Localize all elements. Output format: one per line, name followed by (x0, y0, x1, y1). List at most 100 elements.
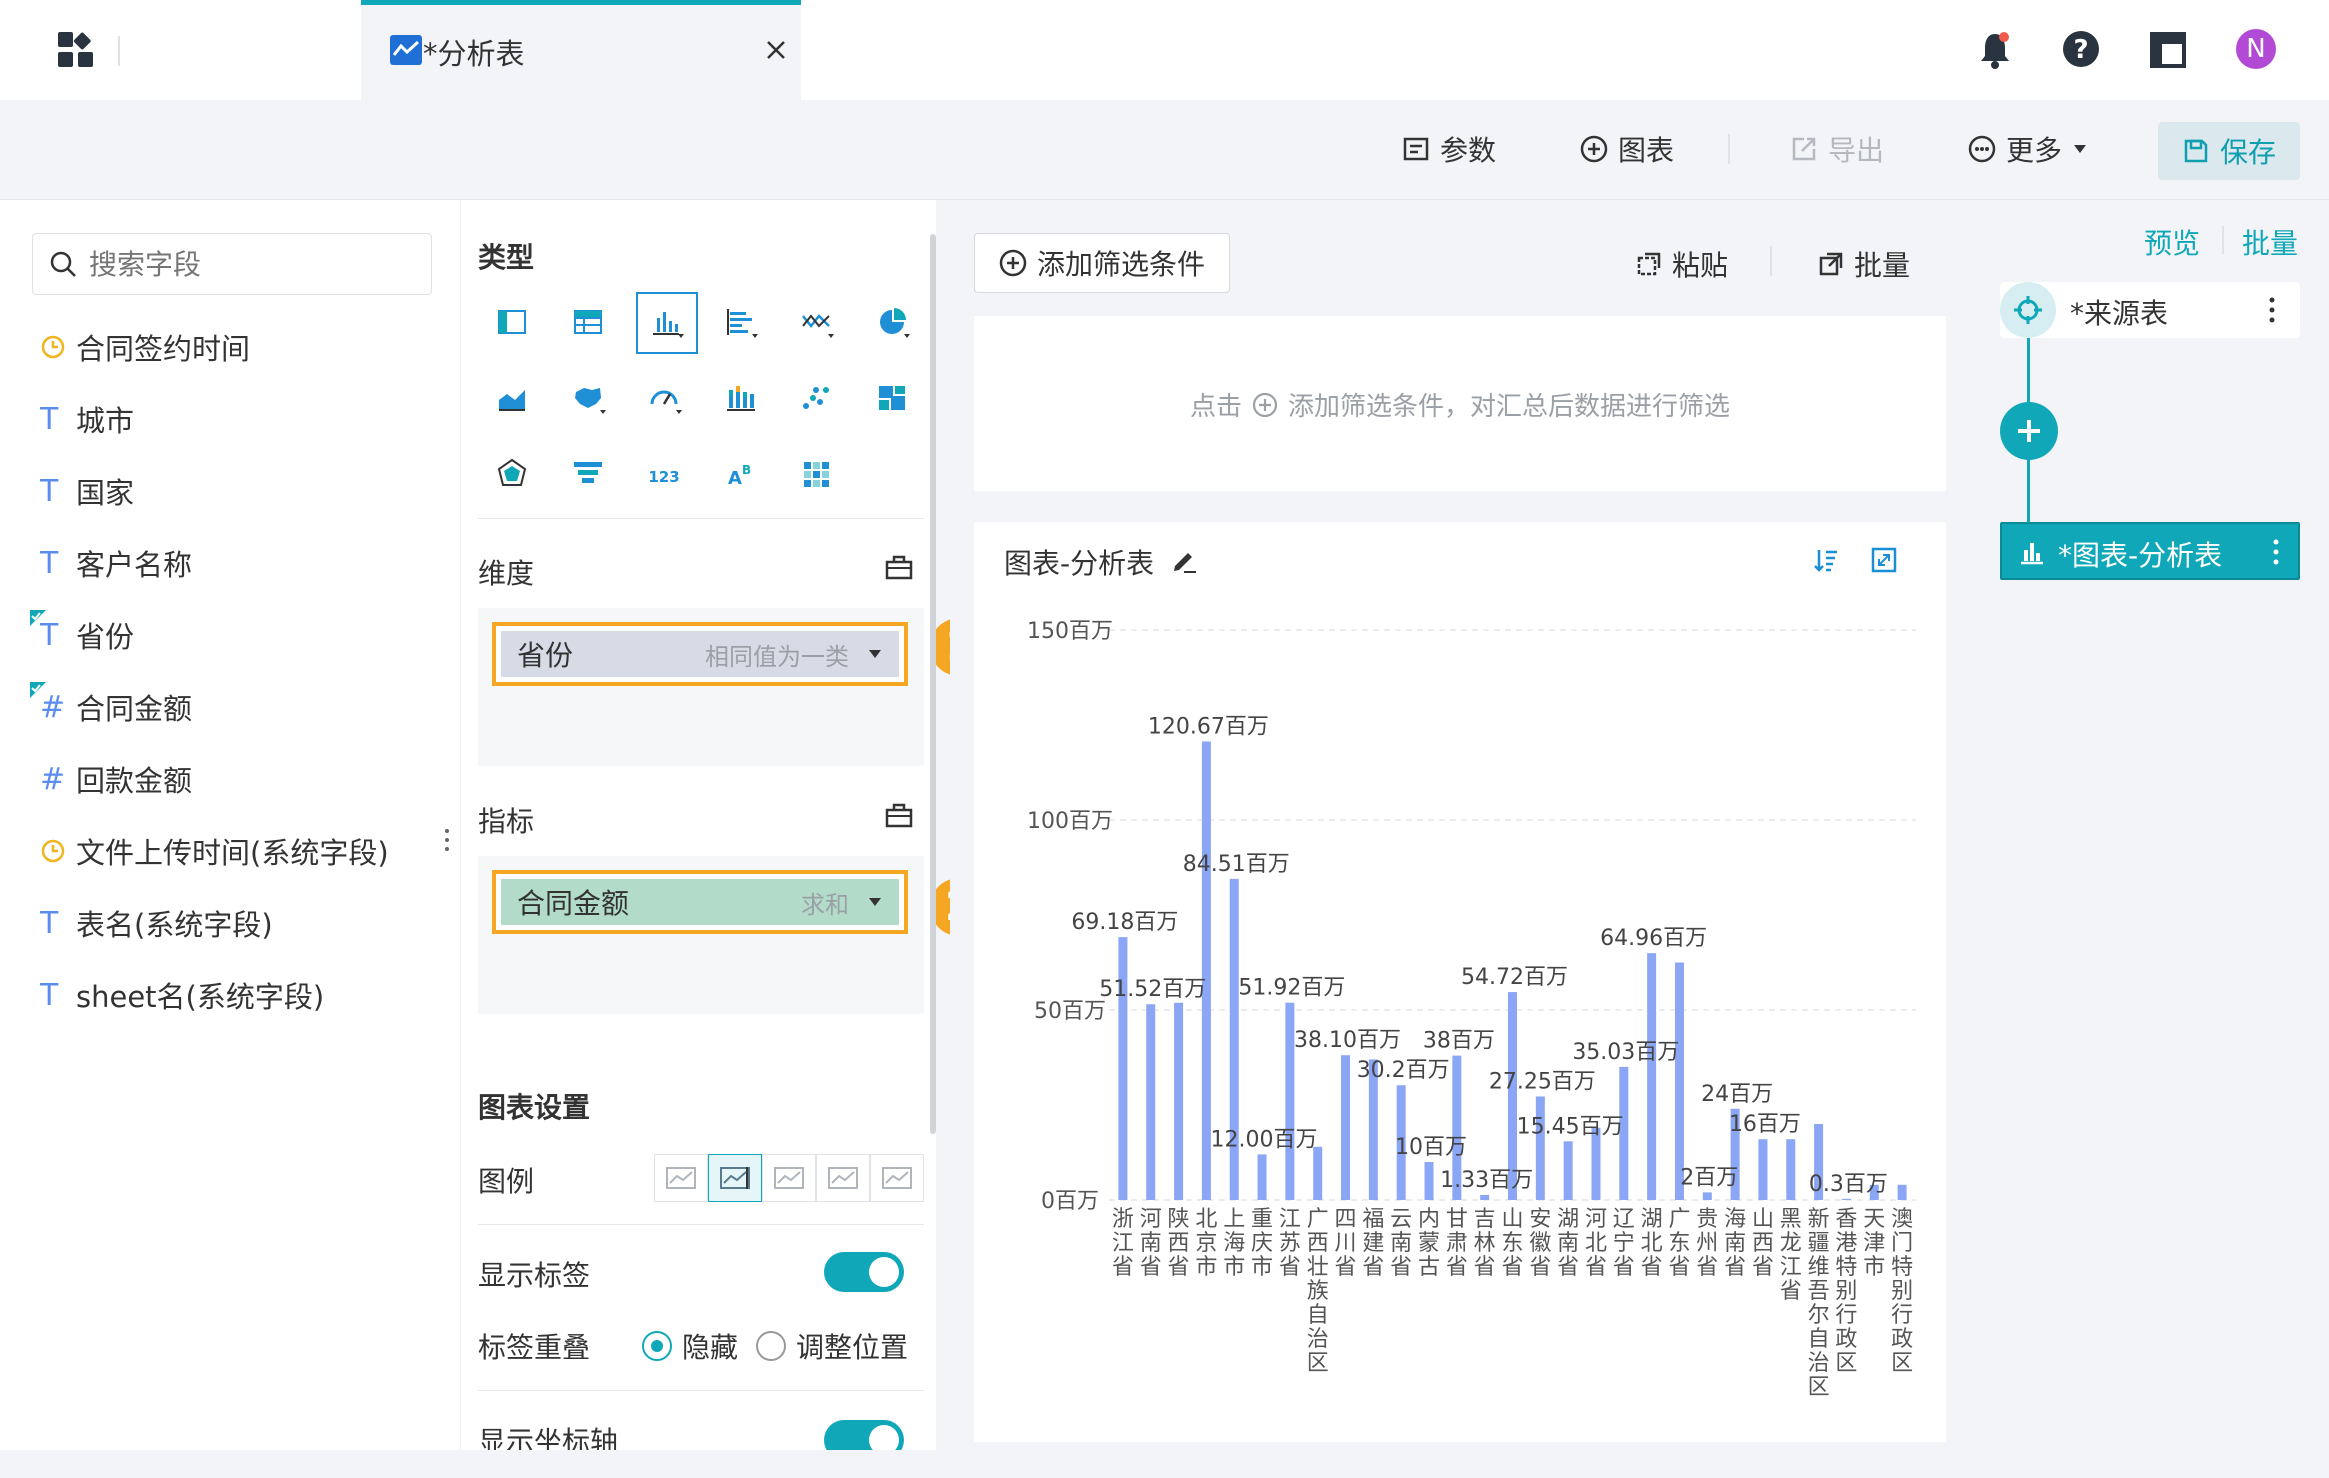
bell-icon[interactable] (1977, 30, 2013, 70)
config-scrollbar[interactable] (930, 234, 936, 1134)
horizontal-bar-icon[interactable] (718, 300, 764, 346)
dimension-pill[interactable]: 省份 相同值为一类 (492, 622, 908, 686)
bar[interactable] (1285, 1002, 1295, 1200)
field-item[interactable]: #回款金额 (40, 754, 192, 804)
bar[interactable] (1396, 1085, 1406, 1200)
legend-top-icon[interactable] (708, 1154, 762, 1202)
more-button[interactable]: 更多 (1968, 128, 2088, 170)
overlap-hide-radio[interactable]: 隐藏 (642, 1326, 738, 1366)
add-chart-button[interactable]: 图表 (1580, 128, 1674, 170)
cross-table-icon[interactable] (566, 300, 612, 346)
bar[interactable] (1647, 953, 1657, 1200)
dimension-settings-icon[interactable] (884, 553, 914, 583)
bar[interactable] (1897, 1184, 1907, 1200)
field-item[interactable]: 合同签约时间 (40, 322, 250, 372)
bar[interactable] (1146, 1004, 1156, 1200)
sort-icon[interactable] (1812, 546, 1840, 574)
bar[interactable] (1229, 878, 1239, 1200)
bar[interactable] (1591, 1127, 1601, 1200)
area-chart-icon[interactable] (490, 376, 536, 422)
search-input[interactable] (89, 247, 389, 281)
field-item[interactable]: 文件上传时间(系统字段) (40, 826, 389, 876)
add-filter-button[interactable]: 添加筛选条件 (974, 233, 1230, 293)
overlap-adjust-radio[interactable]: 调整位置 (756, 1326, 908, 1366)
bar[interactable] (1563, 1141, 1573, 1200)
avatar[interactable]: N (2236, 29, 2276, 69)
bar[interactable] (1508, 992, 1517, 1200)
kpi-number-icon[interactable]: 123 (642, 452, 688, 498)
table-icon[interactable] (490, 300, 536, 346)
bar[interactable] (1786, 1139, 1796, 1200)
bar[interactable] (1758, 1139, 1768, 1200)
bar[interactable] (1619, 1066, 1629, 1200)
search-box[interactable] (32, 233, 432, 295)
bar[interactable] (1341, 1055, 1351, 1200)
params-button[interactable]: 参数 (1402, 128, 1496, 170)
batch-link[interactable]: 批量 (2242, 227, 2299, 260)
bar[interactable] (1841, 1198, 1851, 1200)
metric-pill[interactable]: 合同金额 求和 (492, 870, 908, 934)
batch-button[interactable]: 批量 (1818, 244, 1910, 284)
combo-chart-icon[interactable] (794, 300, 840, 346)
bar[interactable] (1424, 1162, 1434, 1200)
stacked-bar-icon[interactable] (718, 376, 764, 422)
bar[interactable] (1814, 1124, 1824, 1200)
bar[interactable] (1480, 1194, 1490, 1200)
filter-area[interactable]: 点击 添加筛选条件，对汇总后数据进行筛选 (974, 316, 1946, 491)
bar[interactable] (1869, 1184, 1879, 1200)
export-button[interactable]: 导出 (1790, 128, 1884, 170)
drag-handle-icon[interactable] (444, 828, 450, 852)
bar[interactable] (1730, 1108, 1740, 1200)
chart-node[interactable]: *图表-分析表 (2000, 522, 2300, 580)
bar[interactable] (1674, 962, 1684, 1201)
bar[interactable] (1174, 1002, 1184, 1200)
legend-none-icon[interactable] (654, 1154, 708, 1202)
add-node-button[interactable] (2000, 402, 2058, 460)
preview-link[interactable]: 预览 (2144, 227, 2201, 260)
edit-icon[interactable] (1170, 546, 1198, 574)
metric-settings-icon[interactable] (884, 801, 914, 831)
apps-grid-icon[interactable] (56, 30, 96, 70)
node-menu-icon[interactable] (2272, 538, 2280, 566)
map-icon[interactable] (566, 376, 612, 422)
show-label-toggle[interactable] (824, 1252, 904, 1292)
heatmap-icon[interactable] (794, 452, 840, 498)
bar[interactable] (1118, 937, 1128, 1200)
help-icon[interactable]: ? (2062, 30, 2100, 68)
bar-chart-icon[interactable] (636, 292, 698, 354)
bar[interactable] (1201, 741, 1211, 1200)
radar-icon[interactable] (490, 452, 536, 498)
bar[interactable] (1257, 1154, 1267, 1200)
caret-down-icon[interactable] (867, 896, 883, 908)
show-axis-toggle[interactable] (824, 1420, 904, 1450)
expand-icon[interactable] (1870, 546, 1898, 574)
paste-button[interactable]: 粘贴 (1636, 244, 1728, 284)
tab-analysis[interactable]: *分析表 (361, 0, 801, 100)
close-icon[interactable] (764, 38, 788, 62)
bar[interactable] (1368, 1059, 1378, 1200)
pie-chart-icon[interactable] (870, 300, 916, 346)
bar[interactable] (1313, 1146, 1323, 1200)
legend-bottom-icon[interactable] (816, 1154, 870, 1202)
save-button[interactable]: 保存 (2158, 122, 2300, 180)
legend-right-icon[interactable] (762, 1154, 816, 1202)
bar[interactable] (1452, 1055, 1462, 1200)
legend-left-icon[interactable] (870, 1154, 924, 1202)
node-menu-icon[interactable] (2268, 296, 2276, 324)
treemap-icon[interactable] (870, 376, 916, 422)
funnel-icon[interactable] (566, 452, 612, 498)
gauge-icon[interactable] (642, 376, 688, 422)
scatter-icon[interactable] (794, 376, 840, 422)
source-node[interactable]: *来源表 (2000, 282, 2300, 338)
layout-icon[interactable] (2150, 32, 2186, 68)
field-item[interactable]: #合同金额 (30, 681, 192, 732)
bar[interactable] (1702, 1192, 1712, 1200)
caret-down-icon[interactable] (867, 648, 883, 660)
